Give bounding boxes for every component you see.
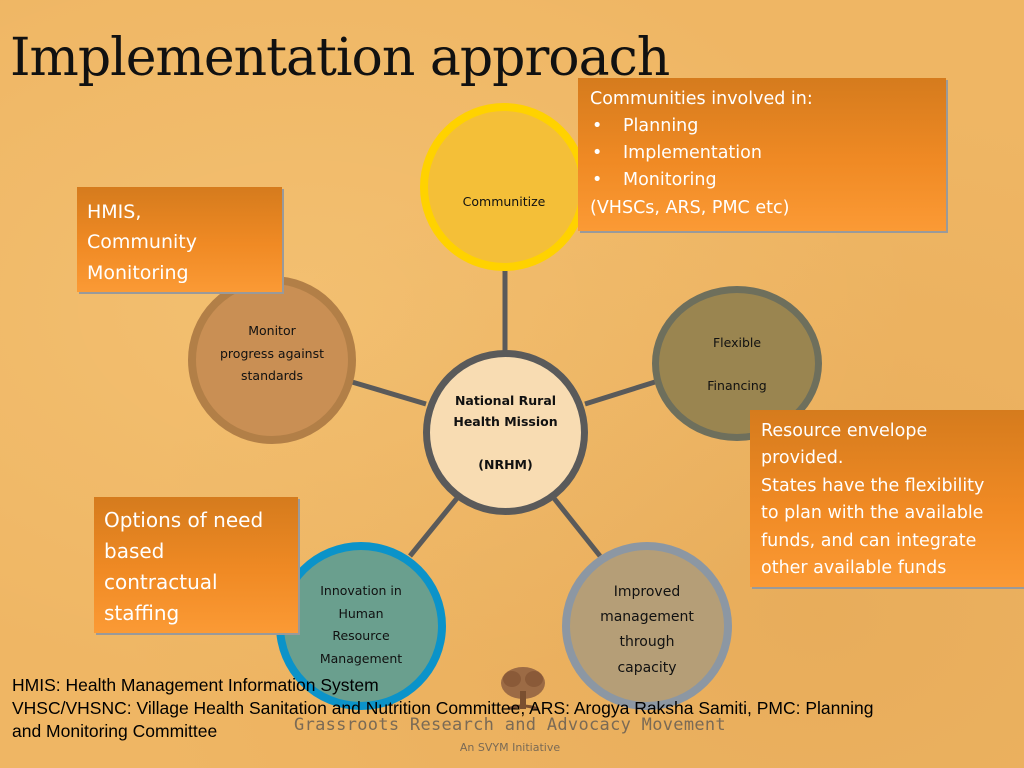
callout-line: Monitoring <box>87 261 189 284</box>
node-text <box>735 354 739 376</box>
node-text: (NRHM) <box>478 456 533 472</box>
callout-line: funds, and can integrate <box>761 530 977 551</box>
node-text: standards <box>241 368 303 383</box>
footnote: HMIS: Health Management Information Syst… <box>12 674 1012 743</box>
callout-line: staffing <box>104 601 180 625</box>
callout-list: Planning Implementation Monitoring <box>590 113 934 195</box>
callout-line: to plan with the available <box>761 503 984 524</box>
organization-logo: Grassroots Research and Advocacy Movemen… <box>280 665 740 765</box>
callout-line: other available funds <box>761 558 947 579</box>
callout-heading: Communities involved in: <box>590 89 813 109</box>
footnote-line: HMIS: Health Management Information Syst… <box>12 675 379 695</box>
node-text: National Rural <box>454 393 557 408</box>
callout-line: Community <box>87 231 197 254</box>
callout-line: Options of need <box>104 508 264 532</box>
node-text: Resource <box>332 628 390 643</box>
node-text: Improved <box>613 584 681 600</box>
page-title: Implementation approach <box>10 28 670 88</box>
node-text: capacity <box>617 659 677 676</box>
node-text: Communitize <box>462 194 546 209</box>
callout-line: HMIS, <box>87 201 142 223</box>
callout-communities: Communities involved in: Planning Implem… <box>578 78 946 231</box>
logo-name: Grassroots Research and Advocacy Movemen… <box>294 715 726 735</box>
node-innovation-hr: Innovation in Human Resource Management <box>276 542 446 710</box>
list-item: Monitoring <box>590 167 934 194</box>
callout-hmis: HMIS, Community Monitoring <box>77 187 282 292</box>
link-left <box>351 379 427 407</box>
callout-line: contractual <box>104 570 218 594</box>
node-text: Innovation in <box>320 583 402 598</box>
callout-line: Resource envelope <box>761 421 928 441</box>
node-text: progress against <box>220 345 324 361</box>
tree-icon <box>501 667 545 711</box>
callout-line: States have the flexibility <box>761 475 985 496</box>
node-text: Health Mission <box>453 414 558 430</box>
node-nrhm: National Rural Health Mission (NRHM) <box>423 350 588 515</box>
callout-resource-envelope: Resource envelope provided. States have … <box>750 410 1024 587</box>
callout-staffing-options: Options of need based contractual staffi… <box>94 497 298 633</box>
footnote-line: VHSC/VHSNC: Village Health Sanitation an… <box>12 698 874 718</box>
node-text: management <box>600 609 694 626</box>
callout-footer: (VHSCs, ARS, PMC etc) <box>590 197 790 218</box>
node-text: Management <box>319 650 403 666</box>
list-item: Implementation <box>590 140 934 167</box>
link-bottom-right <box>551 495 602 558</box>
list-item: Planning <box>590 113 934 140</box>
node-text <box>503 433 507 454</box>
node-text: Human <box>338 605 384 621</box>
callout-line: provided. <box>761 448 844 469</box>
node-monitor-progress: Monitor progress against standards <box>188 276 356 444</box>
node-communitize: Communitize <box>420 103 588 271</box>
link-right <box>584 379 656 407</box>
node-text: Financing <box>707 378 767 394</box>
footnote-line: and Monitoring Committee <box>12 721 218 741</box>
logo-tagline: An SVYM Initiative <box>459 741 561 754</box>
node-improved-management: Improved management through capacity <box>562 542 732 710</box>
node-text: Monitor <box>248 323 296 338</box>
link-bottom-left <box>408 495 460 558</box>
node-text: Flexible <box>712 334 762 350</box>
callout-line: based <box>104 539 165 563</box>
node-text: through <box>619 634 675 651</box>
